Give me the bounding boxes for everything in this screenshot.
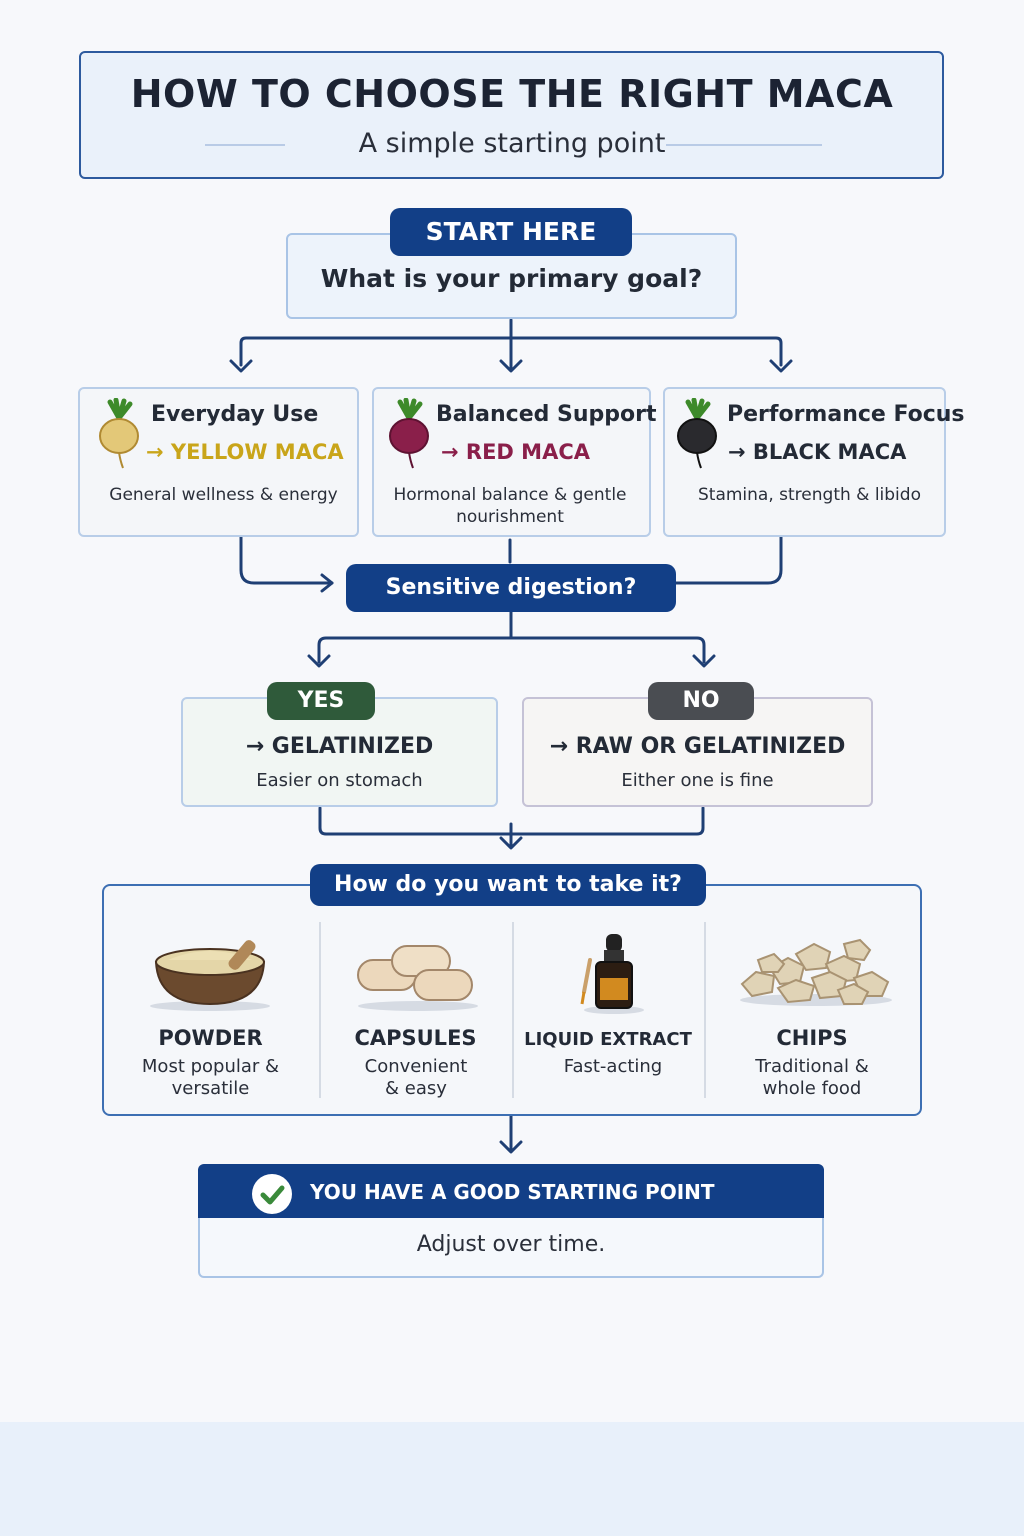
format-title-liquid-extract: LIQUID EXTRACT <box>524 1029 692 1050</box>
goal-title-balanced: Balanced Support <box>436 402 657 427</box>
format-divider-3 <box>704 922 706 1098</box>
format-desc-powder: Most popular & versatile <box>141 1056 280 1099</box>
capsules-icon <box>357 945 478 1011</box>
format-title-chips: CHIPS <box>776 1026 848 1050</box>
format-title-capsules: CAPSULES <box>354 1026 477 1050</box>
goal-result-red-maca: → RED MACA <box>441 440 590 464</box>
page-title: HOW TO CHOOSE THE RIGHT MACA <box>130 72 894 116</box>
bottom-band <box>0 1422 1024 1536</box>
format-desc-capsules: Convenient & easy <box>364 1056 468 1099</box>
goal-title-performance: Performance Focus <box>727 402 965 427</box>
format-title-powder: POWDER <box>158 1026 263 1050</box>
goal-result-yellow-maca: → YELLOW MACA <box>146 440 344 464</box>
goal-desc-performance: Stamina, strength & libido <box>698 485 921 505</box>
result-body <box>198 1218 824 1278</box>
start-here-badge: START HERE <box>390 208 632 256</box>
sensitive-digestion-question: Sensitive digestion? <box>346 564 676 612</box>
goal-card-performance[interactable] <box>663 387 946 537</box>
format-question: How do you want to take it? <box>310 864 706 906</box>
powder-bowl-icon <box>150 940 270 1011</box>
goal-desc-balanced: Hormonal balance & gentle nourishment <box>393 485 627 527</box>
yes-result-gelatinized: → GELATINIZED <box>245 734 434 759</box>
title-panel <box>79 51 944 179</box>
goal-desc-everyday: General wellness & energy <box>109 485 338 505</box>
result-title: YOU HAVE A GOOD STARTING POINT <box>310 1180 715 1204</box>
checkmark-icon <box>252 1174 292 1214</box>
yes-description: Easier on stomach <box>256 770 423 791</box>
format-desc-liquid-extract: Fast-acting <box>563 1056 663 1077</box>
yellow-maca-root-icon <box>99 398 139 469</box>
goal-card-balanced[interactable] <box>372 387 651 537</box>
red-maca-root-icon <box>389 398 429 469</box>
goal-title-everyday: Everyday Use <box>151 402 319 427</box>
subtitle-rule-left <box>205 144 285 146</box>
black-maca-root-icon <box>677 398 717 469</box>
yes-badge: YES <box>267 682 375 720</box>
dropper-bottle-icon <box>580 934 644 1014</box>
maca-chips-icon <box>740 938 892 1006</box>
page-subtitle: A simple starting point <box>358 128 666 159</box>
no-badge: NO <box>648 682 754 720</box>
result-subtitle: Adjust over time. <box>416 1232 606 1257</box>
format-divider-2 <box>512 922 514 1098</box>
subtitle-rule-right <box>666 144 822 146</box>
result-header <box>198 1164 824 1220</box>
format-divider-1 <box>319 922 321 1098</box>
no-result-raw-or-gelatinized: → RAW OR GELATINIZED <box>549 734 846 759</box>
primary-goal-question: What is your primary goal? <box>320 264 703 293</box>
goal-result-black-maca: → BLACK MACA <box>728 440 907 464</box>
format-desc-chips: Traditional & whole food <box>755 1056 869 1099</box>
no-description: Either one is fine <box>621 770 774 791</box>
